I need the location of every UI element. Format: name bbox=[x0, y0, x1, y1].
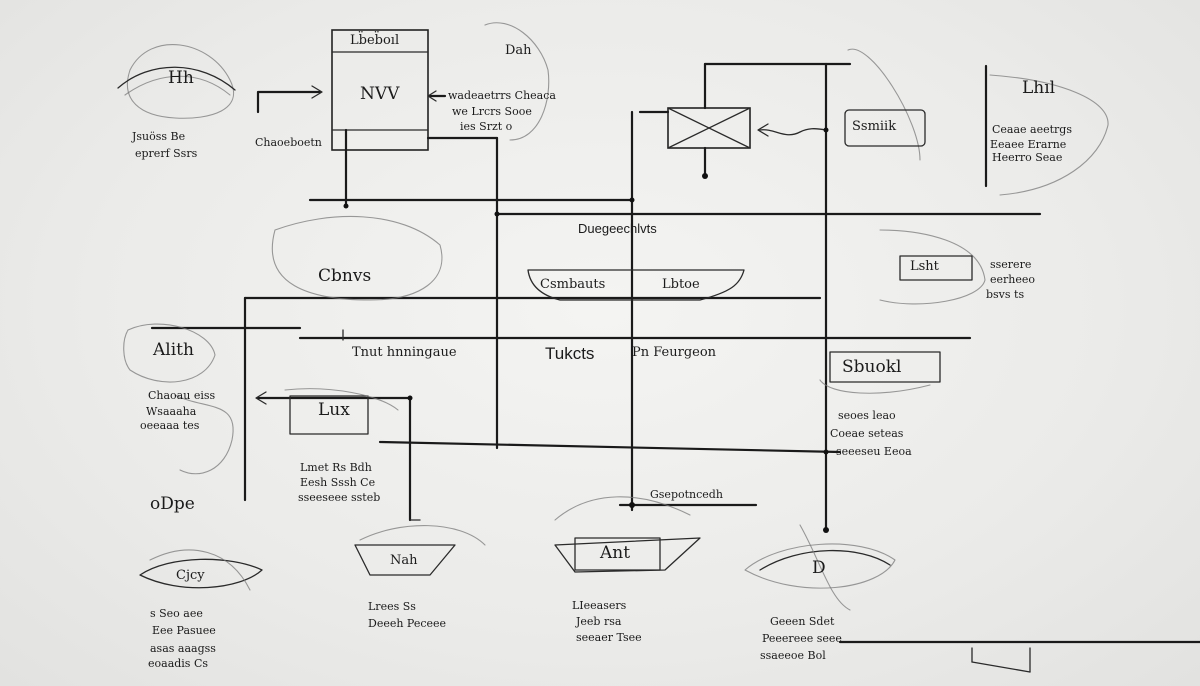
center-bar-left-label: Csmbauts bbox=[540, 277, 606, 292]
top-box-title: Lb̈eb̈oıl bbox=[350, 33, 400, 48]
right-mid-caption-2: eerheeo bbox=[990, 273, 1036, 286]
bottom-center-caption-1: LIeeasers bbox=[572, 599, 627, 612]
junction-dots bbox=[343, 127, 829, 533]
right-top-caption-3: Heerro Seae bbox=[992, 151, 1063, 164]
top-box-frame bbox=[331, 29, 429, 151]
bottom-right-caption-2: Peeereee seee bbox=[762, 632, 842, 645]
center-heading: Duegeechlvts bbox=[578, 221, 657, 236]
top-left-caption-2: eprerf Ssrs bbox=[135, 147, 198, 160]
sketch-marks bbox=[117, 22, 1109, 611]
bottom-right-caption-3: ssaeeoe Bol bbox=[760, 649, 826, 662]
left-node-label: Alith bbox=[153, 340, 194, 360]
center-node-label: Cbnvs bbox=[318, 266, 372, 286]
right-top-node-label: Lhıl bbox=[1022, 78, 1056, 98]
bottom-left-caption-4: eoaadis Cs bbox=[148, 657, 209, 670]
bottom-center-label: Gsepotncedh bbox=[650, 488, 723, 501]
right-box-label: Ssmiik bbox=[852, 119, 897, 134]
right-mid-caption-3: bsvs ts bbox=[986, 288, 1025, 301]
right-row-caption-3: seeeseu Eeoa bbox=[836, 445, 912, 458]
row-label-2: Tukcts bbox=[545, 344, 595, 363]
bottom-center-node-label: Ant bbox=[600, 543, 631, 563]
bottom-right-caption-1: Geeen Sdet bbox=[770, 615, 835, 628]
odpe-label: oDpe bbox=[150, 494, 195, 514]
dah-label: Dah bbox=[505, 43, 532, 58]
bottom-left-node-label: Cjcy bbox=[176, 568, 205, 583]
bottom-left-caption-3: asas aaagss bbox=[150, 642, 216, 655]
mid-left-caption-3: sseeseee ssteb bbox=[298, 491, 381, 504]
right-row-box-label: Sbuokl bbox=[842, 357, 902, 377]
bottom-mid-node-label: Nah bbox=[390, 553, 418, 568]
row-label-3: Pn Feurgeon bbox=[632, 345, 717, 360]
bottom-left-caption-2: Eee Pasuee bbox=[152, 624, 216, 637]
top-box-note-3: ies Srzt o bbox=[460, 120, 513, 133]
left-caption-1: Chaoau eiss bbox=[148, 389, 216, 402]
mid-left-caption-2: Eesh Sssh Ce bbox=[300, 476, 376, 489]
top-left-node-label: Hh bbox=[168, 68, 194, 88]
cross-box-frame bbox=[667, 107, 751, 149]
mid-left-box-label: Lux bbox=[318, 400, 350, 420]
right-top-caption-2: Eeaee Erarne bbox=[990, 138, 1067, 151]
bottom-center-caption-3: seeaer Tsee bbox=[576, 631, 642, 644]
bottom-center-caption-2: Jeeb rsa bbox=[576, 615, 622, 628]
bottom-left-caption-1: s Seo aee bbox=[150, 607, 203, 620]
top-box-note-1: wadeaetrrs Cheaca bbox=[448, 89, 556, 102]
center-bar-right-label: Lbtoe bbox=[662, 277, 700, 292]
top-left-caption-1: Jsuöss Be bbox=[132, 130, 186, 143]
mid-left-caption-1: Lmet Rs Bdh bbox=[300, 461, 372, 474]
row-label-1: Tnut hnningaue bbox=[352, 345, 457, 360]
left-caption-3: oeeaaa tes bbox=[140, 419, 200, 432]
top-box-inner: NVV bbox=[360, 84, 400, 104]
right-row-caption-2: Coeae seteas bbox=[830, 427, 904, 440]
right-top-caption-1: Ceaae aeetrgs bbox=[992, 123, 1072, 136]
right-mid-caption-1: sserere bbox=[990, 258, 1032, 271]
bottom-mid-caption-1: Lrees Ss bbox=[368, 600, 416, 613]
bottom-right-node-label: D bbox=[812, 558, 826, 578]
left-mid-text: Chaoeboetn bbox=[255, 136, 322, 149]
right-row-caption-1: seoes leao bbox=[838, 409, 896, 422]
arrow-into-top-box bbox=[256, 90, 322, 114]
top-box-note-2: we Lrcrs Sooe bbox=[452, 105, 532, 118]
right-mid-box-label: Lsht bbox=[910, 259, 939, 274]
left-caption-2: Wsaaaha bbox=[146, 405, 197, 418]
bottom-mid-caption-2: Deeeh Peceee bbox=[368, 617, 447, 630]
